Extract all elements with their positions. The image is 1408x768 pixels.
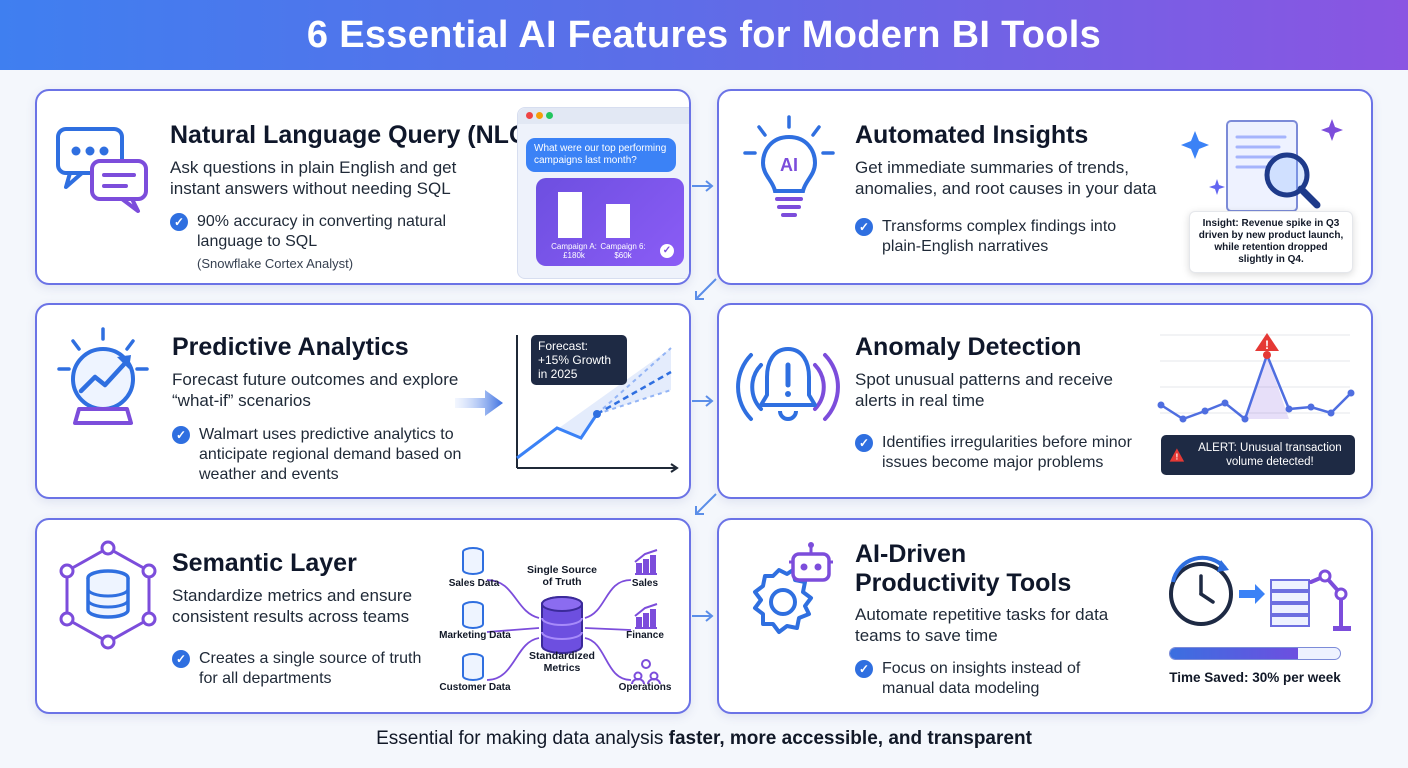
card-bullet: ✓ 90% accuracy in converting natural lan… [170, 212, 490, 274]
page-title: 6 Essential AI Features for Modern BI To… [306, 13, 1102, 56]
card-bullet: ✓ Walmart uses predictive analytics to a… [172, 425, 482, 485]
card-bullet: ✓ Identifies irregularities before minor… [855, 433, 1155, 473]
chart-bar-label: Campaign A: £180k [551, 242, 597, 260]
svg-text:!: ! [1175, 452, 1178, 462]
chat-window-illustration: What were our top performing campaigns l… [517, 107, 689, 279]
window-titlebar [518, 108, 689, 124]
connector-arrow [695, 278, 717, 300]
ai-lightbulb-icon: AI [743, 115, 835, 217]
robot-gear-icon [753, 542, 833, 634]
check-icon: ✓ [172, 650, 190, 668]
chart-bar [558, 192, 582, 238]
card-title: AI-Driven Productivity Tools [855, 540, 1072, 597]
card-description: Automate repetitive tasks for data teams… [855, 605, 1109, 645]
footer-tagline: Essential for making data analysis faste… [0, 728, 1408, 750]
source-label: Sales Data [448, 578, 500, 589]
output-label: Sales [631, 578, 659, 589]
card-productivity-tools: AI-Driven Productivity Tools Automate re… [717, 518, 1373, 714]
alert-banner: ! ALERT: Unusual transaction volume dete… [1161, 435, 1355, 475]
bullet-note: (Snowflake Cortex Analyst) [197, 256, 354, 271]
chat-bubbles-icon [56, 127, 148, 213]
card-automated-insights: AI Automated Insights Get immediate summ… [717, 89, 1373, 285]
card-title: Anomaly Detection [855, 333, 1082, 361]
connector-arrow [695, 493, 717, 515]
bullet-text: Identifies irregularities before minor i… [882, 434, 1132, 471]
svg-text:!: ! [1265, 338, 1269, 352]
question-bubble: What were our top performing campaigns l… [526, 138, 676, 172]
document-magnifier-icon [1181, 119, 1343, 212]
card-bullet: ✓ Creates a single source of truth for a… [172, 649, 442, 689]
footer-text: Essential for making data analysis [376, 728, 669, 749]
bullet-text: Focus on insights instead of manual data… [882, 660, 1081, 697]
connector-arrow [692, 180, 714, 192]
card-anomaly-detection: Anomaly Detection Spot unusual patterns … [717, 303, 1373, 499]
warning-icon: ! [1169, 448, 1185, 462]
time-saved-label: Time Saved: 30% per week [1169, 670, 1341, 685]
check-icon: ✓ [170, 213, 188, 231]
bullet-text: 90% accuracy in converting natural langu… [197, 213, 447, 250]
source-label: Customer Data [439, 682, 511, 693]
card-title: Predictive Analytics [172, 333, 409, 361]
card-nlq: Natural Language Query (NLQ) Ask questio… [35, 89, 691, 285]
alarm-bell-icon [736, 347, 840, 421]
semantic-flow-diagram [462, 547, 661, 685]
clock-automation-icon [1169, 555, 1351, 631]
check-circle-icon: ✓ [660, 244, 674, 258]
progress-fill [1170, 648, 1298, 659]
card-description: Standardize metrics and ensure consisten… [172, 586, 413, 626]
card-description: Spot unusual patterns and receive alerts… [855, 370, 1114, 410]
forecast-arrow-icon [455, 390, 503, 416]
card-title: Semantic Layer [172, 549, 357, 577]
bullet-text: Walmart uses predictive analytics to ant… [199, 426, 462, 483]
connector-arrow [692, 610, 714, 622]
card-bullet: ✓ Transforms complex findings into plain… [855, 217, 1155, 257]
insight-callout: Insight: Revenue spike in Q3 driven by n… [1189, 211, 1353, 273]
database-network-icon [59, 540, 157, 650]
svg-text:AI: AI [780, 155, 798, 175]
card-description: Ask questions in plain English and get i… [170, 158, 457, 198]
card-bullet: ✓ Focus on insights instead of manual da… [855, 659, 1125, 699]
output-label: Operations [618, 682, 672, 693]
center-bottom-label: Standardized Metrics [529, 650, 595, 674]
card-semantic-layer: Semantic Layer Standardize metrics and e… [35, 518, 691, 714]
answer-chart-bubble: Campaign A: £180k Campaign 6: $60k ✓ [536, 178, 684, 266]
connector-arrow [692, 395, 714, 407]
alert-text: ALERT: Unusual transaction volume detect… [1198, 442, 1342, 468]
forecast-callout: Forecast: +15% Growth in 2025 [531, 335, 627, 385]
source-label: Marketing Data [439, 630, 511, 641]
crystal-ball-icon [57, 327, 149, 425]
card-description: Forecast future outcomes and explore “wh… [172, 370, 459, 410]
bullet-text: Transforms complex findings into plain-E… [882, 218, 1117, 255]
check-icon: ✓ [855, 434, 873, 452]
chart-bar [606, 204, 630, 238]
bullet-text: Creates a single source of truth for all… [199, 650, 422, 687]
forecast-line-chart [516, 335, 679, 473]
card-predictive-analytics: Predictive Analytics Forecast future out… [35, 303, 691, 499]
chart-bar-label: Campaign 6: $60k [600, 242, 646, 260]
time-saved-progress-bar [1169, 647, 1341, 660]
header-banner: 6 Essential AI Features for Modern BI To… [0, 0, 1408, 70]
center-top-label: Single Source of Truth [526, 564, 598, 588]
anomaly-line-chart: ! [1157, 333, 1355, 423]
check-icon: ✓ [172, 426, 190, 444]
card-title: Automated Insights [855, 121, 1089, 149]
check-icon: ✓ [855, 660, 873, 678]
output-label: Finance [626, 630, 664, 641]
card-title: Natural Language Query (NLQ) [170, 121, 537, 149]
footer-emphasis: faster, more accessible, and transparent [668, 728, 1032, 749]
check-icon: ✓ [855, 218, 873, 236]
card-description: Get immediate summaries of trends, anoma… [855, 158, 1157, 198]
